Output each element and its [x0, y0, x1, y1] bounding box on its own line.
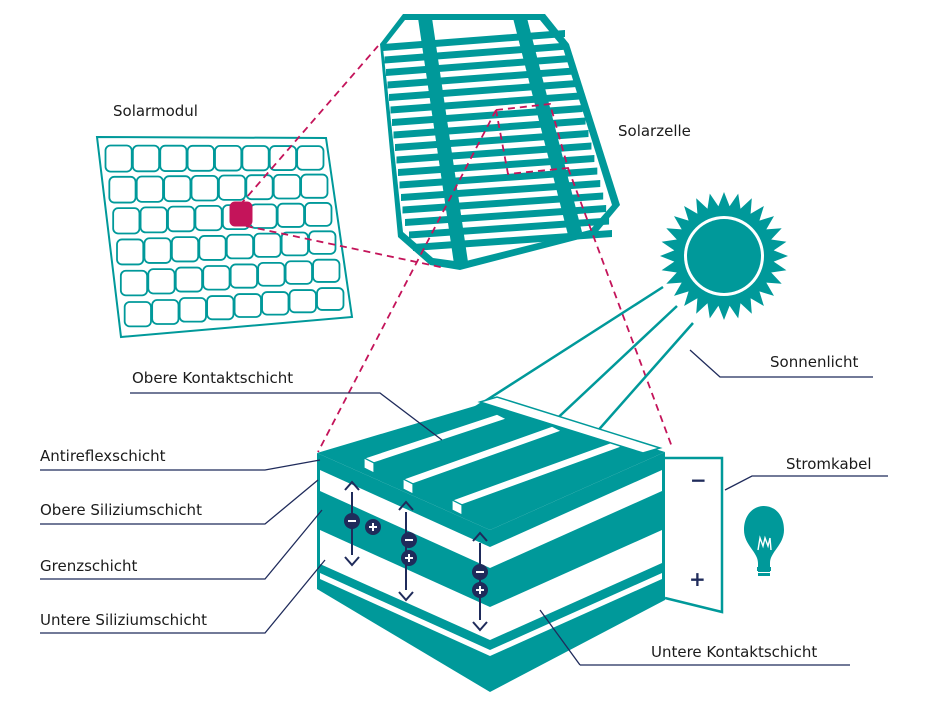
module-cell — [218, 174, 247, 201]
contact-finger-side — [363, 457, 375, 474]
module-cell — [119, 269, 149, 297]
module-cell — [178, 297, 207, 323]
module-cell — [159, 144, 188, 172]
module-cell — [284, 260, 313, 285]
module-cell — [202, 265, 231, 291]
module-cell — [245, 174, 274, 201]
module-cell — [112, 207, 141, 235]
module-cell — [280, 231, 309, 257]
module-cell — [300, 173, 329, 199]
top-contact-fingers — [362, 396, 663, 516]
module-cell — [186, 144, 215, 172]
module-cell — [104, 144, 133, 173]
module-cell — [163, 175, 192, 203]
light-bulb-icon — [744, 506, 784, 576]
module-cell — [147, 268, 176, 295]
contact-busbar — [477, 396, 663, 454]
minus-glyph — [348, 520, 356, 522]
solar-cell-closeup — [380, 14, 620, 270]
charge-carriers — [344, 480, 488, 632]
arrow-head — [344, 556, 360, 567]
module-cell — [304, 202, 333, 227]
contact-finger-side — [402, 478, 414, 495]
module-cell — [167, 205, 196, 233]
label-untere-siliziumschicht: Untere Siliziumschicht — [40, 611, 207, 629]
module-cell — [123, 301, 152, 328]
arrow-head — [344, 480, 360, 491]
label-solarzelle: Solarzelle — [618, 122, 691, 140]
module-cell — [131, 144, 161, 173]
arrow-head — [398, 500, 414, 511]
solar-module-panel — [95, 135, 354, 339]
contact-finger-side — [451, 499, 463, 516]
module-cell — [194, 204, 223, 232]
module-cell — [257, 261, 286, 287]
module-cell — [316, 287, 345, 311]
module-cell — [312, 258, 341, 283]
module-cell — [288, 289, 317, 314]
sun-icon — [660, 192, 788, 320]
module-cell — [190, 174, 219, 202]
module-cell — [233, 293, 262, 318]
module-cell — [214, 144, 243, 172]
minus-glyph — [405, 539, 413, 541]
module-cell — [174, 266, 203, 293]
module-cell — [229, 263, 258, 289]
module-cell — [135, 175, 164, 203]
module-cell-grid — [104, 144, 345, 328]
highlighted-cell — [229, 201, 253, 227]
cell-cross-section — [317, 396, 665, 692]
module-cell — [116, 238, 145, 266]
module-cell — [272, 173, 301, 200]
label-sonnenlicht: Sonnenlicht — [770, 353, 859, 371]
label-solarmodul: Solarmodul — [113, 102, 198, 120]
module-cell — [143, 237, 172, 264]
module-cell — [151, 299, 180, 325]
module-cell — [206, 295, 235, 321]
arrow-head — [398, 591, 414, 602]
cable-plus-sign: + — [689, 567, 706, 591]
minus-glyph — [476, 571, 484, 573]
module-cell — [225, 233, 255, 260]
module-cell — [170, 236, 200, 263]
label-untere-kontaktschicht: Untere Kontaktschicht — [651, 643, 818, 661]
module-cell — [108, 175, 137, 204]
arrow-head — [472, 531, 488, 542]
label-obere-siliziumschicht: Obere Siliziumschicht — [40, 501, 202, 519]
label-antireflexschicht: Antireflexschicht — [40, 447, 166, 465]
module-cell — [261, 291, 290, 316]
arrow-head — [472, 621, 488, 632]
circuit-wire — [664, 456, 724, 614]
module-cell — [241, 145, 270, 172]
plus-glyph-v — [372, 523, 374, 531]
module-cell — [276, 202, 305, 228]
plus-glyph-v — [408, 554, 410, 562]
leader-lines — [40, 349, 888, 666]
module-cell — [253, 232, 282, 258]
label-grenzschicht: Grenzschicht — [40, 557, 138, 575]
label-obere-kontaktschicht: Obere Kontaktschicht — [132, 369, 294, 387]
zoom-lines-module — [239, 45, 673, 453]
plus-glyph-v — [479, 586, 481, 594]
module-cell — [296, 145, 325, 171]
module-cell — [139, 206, 168, 234]
module-cell — [198, 235, 227, 261]
cable-minus-sign: − — [690, 468, 707, 492]
label-stromkabel: Stromkabel — [786, 455, 872, 473]
module-cell — [249, 203, 278, 229]
